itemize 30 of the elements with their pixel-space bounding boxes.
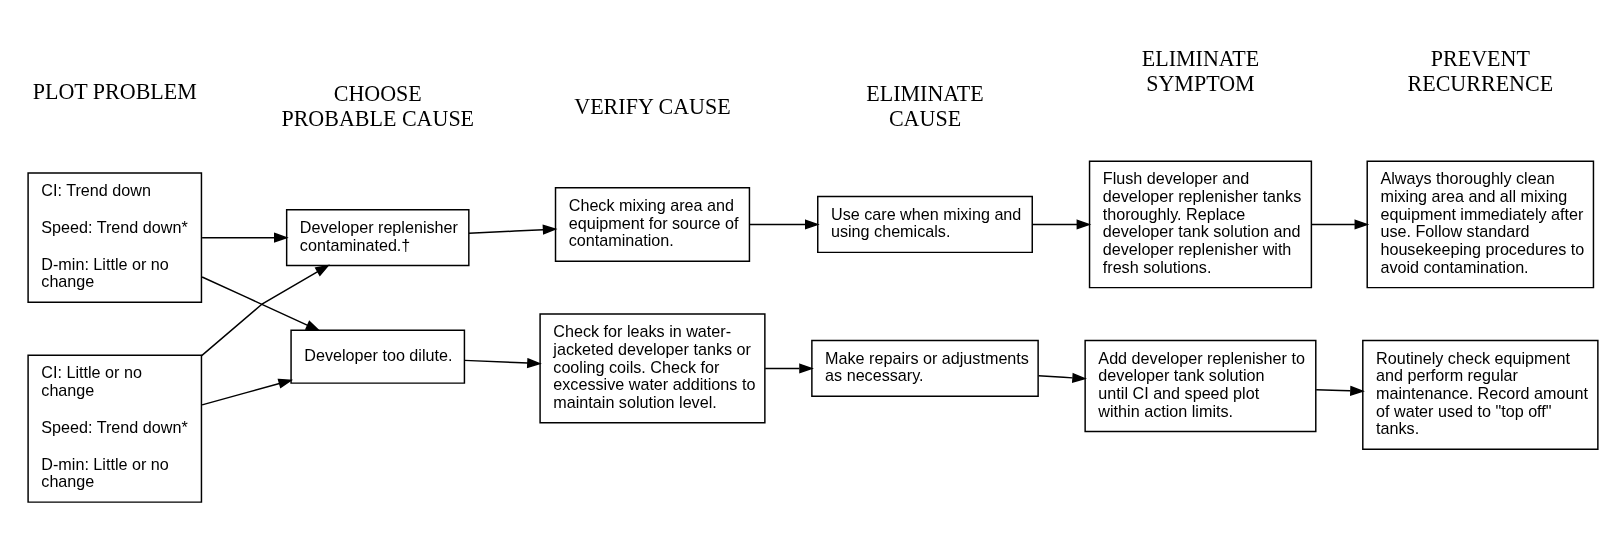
arrow [764,362,814,374]
label: CHOOSE PROBABLE CAUSE [281,80,475,131]
arrow [201,378,294,406]
arrow [1031,218,1092,230]
node-box: Check mixing area and equipment for source of contamination. [554,186,751,262]
arrow [1315,385,1365,396]
arrow [1310,218,1370,230]
node-box: Developer too dilute. [290,329,466,384]
label: PLOT PROBLEM [32,78,197,104]
arrow [201,275,321,331]
label: ELIMINATE CAUSE [866,80,984,131]
node-box: CI: Trend down Speed: Trend down* D-min: Little or no change [27,171,203,303]
node-box: Use care when mixing and using chemicals. [817,195,1033,253]
arrow [1037,372,1087,383]
node-box: Routinely check equipment and perform regular maintenance. Record amount of water used to "top off" tanks. [1362,339,1599,450]
label: VERIFY CAUSE [574,93,731,119]
arrow [200,264,330,356]
node-box: Make repairs or adjustments as necessary. [811,339,1039,397]
arrow [201,232,289,243]
node-box: Check for leaks in water-jacketed developer tanks or cooling coils. Check for excessive water additions to maintain solution level. [539,312,766,424]
arrow [749,218,820,230]
label: PREVENT RECURRENCE [1407,45,1554,96]
arrow [463,357,542,368]
arrow [468,224,558,235]
node-box: Add developer replenisher to developer tank solution until CI and speed plot within action limits. [1084,339,1317,432]
node-box: Developer replenisher contaminated.† [285,208,470,266]
node-box: Always thoroughly clean mixing area and all mixing equipment immediately after use. Follow standard housekeeping procedures to avoid contamination. [1366,160,1595,288]
node-box: Flush developer and developer replenisher tanks thoroughly. Replace developer tank solution and developer replenisher with fresh solutions. [1088,160,1313,288]
node-box: CI: Little or no change Speed: Trend down* D-min: Little or no change [27,353,203,503]
label: ELIMINATE SYMPTOM [1141,45,1260,96]
